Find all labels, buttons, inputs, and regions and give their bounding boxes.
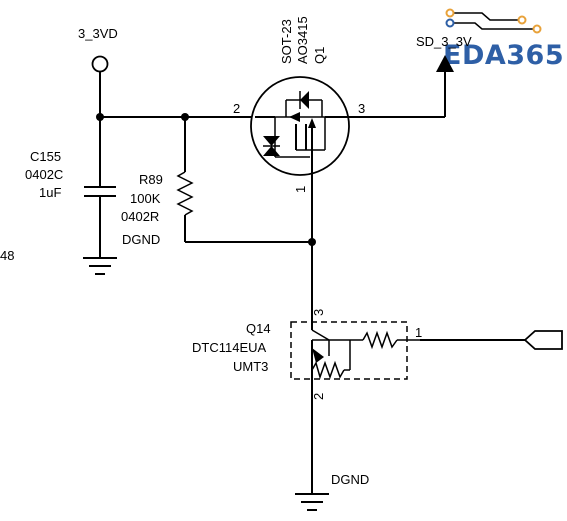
transistor-q14 <box>290 321 420 392</box>
q14-pin-emitter: 2 <box>311 393 326 400</box>
q1-pin-source: 2 <box>233 101 240 116</box>
r89-ref: R89 <box>139 172 163 187</box>
q1-pin-drain: 3 <box>358 101 365 116</box>
c155-ref: C155 <box>30 149 61 164</box>
eda365-logo: EDA365 <box>443 8 564 71</box>
q14-ref: Q14 <box>246 321 271 336</box>
logo-traces <box>445 8 542 34</box>
q14-package: UMT3 <box>233 359 268 374</box>
mosfet-q1 <box>250 76 350 242</box>
logo-text: EDA365 <box>443 40 564 71</box>
stray-text: 48 <box>0 248 14 263</box>
power-arrow-sd-3-3v <box>436 55 454 72</box>
q14-part: DTC114EUA <box>192 340 267 355</box>
power-terminal-3-3vd <box>91 55 109 73</box>
c155-package: 0402C <box>25 167 63 182</box>
off-sheet-connector <box>523 330 563 350</box>
r89-package: 0402R <box>121 209 159 224</box>
c155-value: 1uF <box>39 185 61 200</box>
net-label-3-3vd: 3_3VD <box>78 26 118 41</box>
q14-pin-collector: 3 <box>311 309 326 316</box>
resistor-r89 <box>176 117 194 242</box>
ground-symbol-c155 <box>83 257 117 275</box>
r89-value: 100K <box>130 191 161 206</box>
q1-package: SOT-23 <box>279 19 294 64</box>
q14-pin-base: 1 <box>415 325 422 340</box>
q1-pin-gate: 1 <box>293 186 308 193</box>
net-label-dgnd-top: DGND <box>122 232 160 247</box>
capacitor-c155 <box>84 117 116 258</box>
net-label-dgnd-bottom: DGND <box>331 472 369 487</box>
net-label-sd-3-3v: SD_3_3V <box>416 34 472 49</box>
q1-ref: Q1 <box>312 47 327 64</box>
q1-part: AO3415 <box>295 16 310 64</box>
ground-symbol-q14 <box>295 493 329 511</box>
